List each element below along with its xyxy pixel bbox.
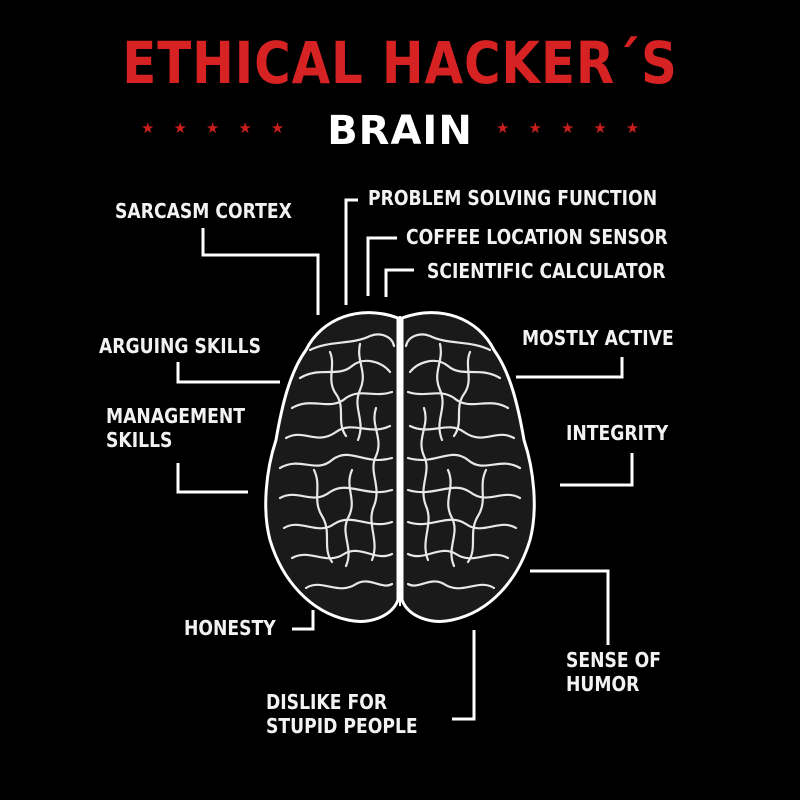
label-dislike-line1: DISLIKE FOR [266, 690, 388, 714]
left-hemisphere [264, 311, 400, 623]
label-management-skills-line1: MANAGEMENT [106, 404, 245, 428]
left-gyri [278, 333, 396, 590]
label-scientific-calculator: SCIENTIFIC CALCULATOR [427, 259, 666, 283]
leader-problem-solving [344, 198, 358, 305]
leader-integrity [560, 453, 634, 487]
label-management-skills-line2: SKILLS [106, 428, 173, 452]
leader-lines [176, 198, 634, 721]
leader-sense-of-humor [530, 569, 610, 645]
label-arguing-skills: ARGUING SKILLS [99, 334, 261, 358]
leader-coffee-sensor [366, 236, 397, 296]
label-mostly-active: MOSTLY ACTIVE [522, 326, 674, 350]
label-sense-of-humor-line1: SENSE OF [566, 648, 662, 672]
leader-mostly-active [516, 357, 624, 379]
leader-scientific-calculator [384, 268, 414, 297]
label-coffee-location-sensor: COFFEE LOCATION SENSOR [406, 225, 668, 249]
right-hemisphere [400, 311, 536, 623]
brain-illustration [264, 311, 536, 623]
label-sarcasm-cortex: SARCASM CORTEX [115, 199, 292, 223]
label-honesty: HONESTY [184, 616, 276, 640]
label-sense-of-humor-line2: HUMOR [566, 672, 640, 696]
leader-dislike [452, 630, 476, 721]
label-sense-of-humor: SENSE OF HUMOR [566, 648, 661, 696]
label-management-skills: MANAGEMENT SKILLS [106, 404, 245, 452]
page-title: ETHICAL HACKER´S [122, 29, 678, 97]
label-dislike-for-stupid-people: DISLIKE FOR STUPID PEOPLE [266, 690, 418, 738]
leader-arguing-skills [176, 362, 280, 384]
page-subtitle: BRAIN [327, 108, 473, 154]
leader-honesty [292, 610, 315, 631]
label-integrity: INTEGRITY [566, 421, 669, 445]
label-dislike-line2: STUPID PEOPLE [266, 714, 418, 738]
stars-right-decoration: ★★★★★ [496, 119, 659, 137]
right-gyri [404, 333, 522, 590]
leader-sarcasm-cortex [201, 228, 320, 315]
stars-left-decoration: ★★★★★ [141, 119, 304, 137]
label-problem-solving-function: PROBLEM SOLVING FUNCTION [368, 186, 658, 210]
leader-management-skills [176, 463, 248, 494]
